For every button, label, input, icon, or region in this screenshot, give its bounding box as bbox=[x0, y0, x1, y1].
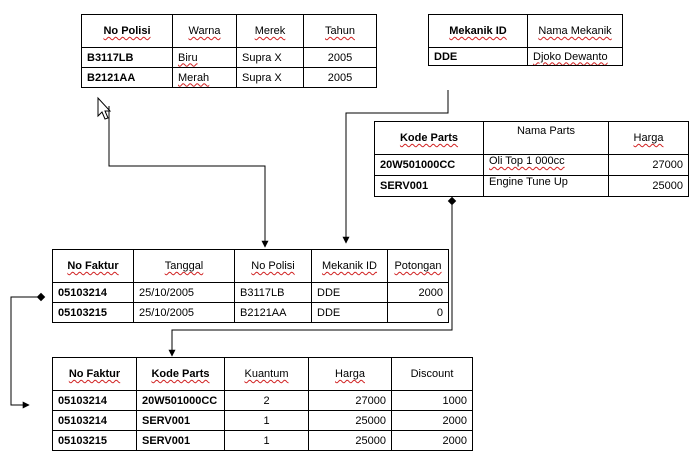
cell-merek: Supra X bbox=[236, 67, 304, 88]
header-mekanik-id: Mekanik ID bbox=[311, 249, 388, 283]
cell-kode-parts: SERV001 bbox=[136, 430, 225, 451]
header-warna: Warna bbox=[172, 14, 237, 48]
cell-tanggal: 25/10/2005 bbox=[133, 302, 235, 323]
cell-harga: 27000 bbox=[608, 154, 689, 176]
cell-kode-parts: SERV001 bbox=[374, 175, 484, 197]
cell-potongan: 0 bbox=[387, 302, 449, 323]
link-mekanik-id bbox=[342, 90, 449, 244]
header-harga: Harga bbox=[608, 121, 689, 155]
header-nama-parts: Nama Parts bbox=[483, 121, 609, 155]
cell-tahun: 2005 bbox=[303, 47, 377, 68]
cell-nama-parts: Oli Top 1 000cc bbox=[483, 154, 609, 176]
header-no-faktur: No Faktur bbox=[52, 357, 137, 391]
cell-no-polisi: B2121AA bbox=[234, 302, 312, 323]
header-tahun: Tahun bbox=[303, 14, 377, 48]
link-no-faktur-start-marker bbox=[36, 292, 46, 302]
link-kode-parts-start-marker bbox=[447, 196, 457, 206]
cell-no-faktur: 05103215 bbox=[52, 302, 134, 323]
cell-kode-parts: SERV001 bbox=[136, 410, 225, 431]
cell-tanggal: 25/10/2005 bbox=[133, 282, 235, 303]
cell-harga: 25000 bbox=[608, 175, 689, 197]
header-mekanik-id: Mekanik ID bbox=[428, 14, 528, 48]
header-harga: Harga bbox=[308, 357, 392, 391]
link-no-polisi bbox=[108, 106, 269, 248]
table-row: 05103214 20W501000CC 2 27000 1000 bbox=[52, 390, 473, 411]
cell-no-faktur: 05103214 bbox=[52, 410, 137, 431]
parts-table: Kode Parts Nama Parts Harga 20W501000CC … bbox=[374, 121, 689, 197]
cell-harga: 25000 bbox=[308, 430, 392, 451]
cell-warna: Biru bbox=[172, 47, 237, 68]
cell-discount: 2000 bbox=[391, 430, 473, 451]
cell-no-polisi: B2121AA bbox=[81, 67, 173, 88]
table-row: 05103215 25/10/2005 B2121AA DDE 0 bbox=[52, 302, 449, 323]
cell-harga: 25000 bbox=[308, 410, 392, 431]
table-row: SERV001 Engine Tune Up 25000 bbox=[374, 175, 689, 197]
cell-kuantum: 1 bbox=[224, 410, 309, 431]
table-row: 05103214 25/10/2005 B3117LB DDE 2000 bbox=[52, 282, 449, 303]
header-discount: Discount bbox=[391, 357, 473, 391]
header-tanggal: Tanggal bbox=[133, 249, 235, 283]
table-row: 20W501000CC Oli Top 1 000cc 27000 bbox=[374, 154, 689, 176]
header-no-polisi: No Polisi bbox=[81, 14, 173, 48]
mekanik-table: Mekanik ID Nama Mekanik DDE Djoko Dewant… bbox=[428, 14, 623, 66]
cell-warna: Merah bbox=[172, 67, 237, 88]
link-no-faktur bbox=[10, 296, 42, 409]
cell-no-faktur: 05103215 bbox=[52, 430, 137, 451]
cell-kode-parts: 20W501000CC bbox=[374, 154, 484, 176]
cell-mekanik-id: DDE bbox=[311, 282, 388, 303]
faktur-table: No Faktur Tanggal No Polisi Mekanik ID P… bbox=[52, 249, 449, 323]
table-row: B2121AA Merah Supra X 2005 bbox=[81, 67, 377, 88]
header-kuantum: Kuantum bbox=[224, 357, 309, 391]
cell-no-polisi: B3117LB bbox=[234, 282, 312, 303]
header-potongan: Potongan bbox=[387, 249, 449, 283]
kendaraan-table: No Polisi Warna Merek Tahun B3117LB Biru… bbox=[81, 14, 377, 88]
cell-nama-parts: Engine Tune Up bbox=[483, 175, 609, 197]
header-merek: Merek bbox=[236, 14, 304, 48]
cell-harga: 27000 bbox=[308, 390, 392, 411]
header-kode-parts: Kode Parts bbox=[374, 121, 484, 155]
cell-no-faktur: 05103214 bbox=[52, 282, 134, 303]
table-row: 05103215 SERV001 1 25000 2000 bbox=[52, 430, 473, 451]
header-no-faktur: No Faktur bbox=[52, 249, 134, 283]
cell-discount: 1000 bbox=[391, 390, 473, 411]
cell-mekanik-id: DDE bbox=[311, 302, 388, 323]
header-no-polisi: No Polisi bbox=[234, 249, 312, 283]
cell-kuantum: 1 bbox=[224, 430, 309, 451]
cell-mekanik-id: DDE bbox=[428, 47, 528, 66]
table-row: 05103214 SERV001 1 25000 2000 bbox=[52, 410, 473, 431]
cell-potongan: 2000 bbox=[387, 282, 449, 303]
header-kode-parts: Kode Parts bbox=[136, 357, 225, 391]
table-row: DDE Djoko Dewanto bbox=[428, 47, 623, 66]
cell-discount: 2000 bbox=[391, 410, 473, 431]
detail-table: No Faktur Kode Parts Kuantum Harga Disco… bbox=[52, 357, 473, 451]
cell-tahun: 2005 bbox=[303, 67, 377, 88]
cell-kuantum: 2 bbox=[224, 390, 309, 411]
table-row: B3117LB Biru Supra X 2005 bbox=[81, 47, 377, 68]
link-kode-parts bbox=[168, 201, 453, 357]
cell-merek: Supra X bbox=[236, 47, 304, 68]
cell-nama-mekanik: Djoko Dewanto bbox=[527, 47, 623, 66]
cell-kode-parts: 20W501000CC bbox=[136, 390, 225, 411]
mouse-cursor-icon bbox=[97, 96, 112, 120]
cell-no-faktur: 05103214 bbox=[52, 390, 137, 411]
header-nama-mekanik: Nama Mekanik bbox=[527, 14, 623, 48]
cell-no-polisi: B3117LB bbox=[81, 47, 173, 68]
